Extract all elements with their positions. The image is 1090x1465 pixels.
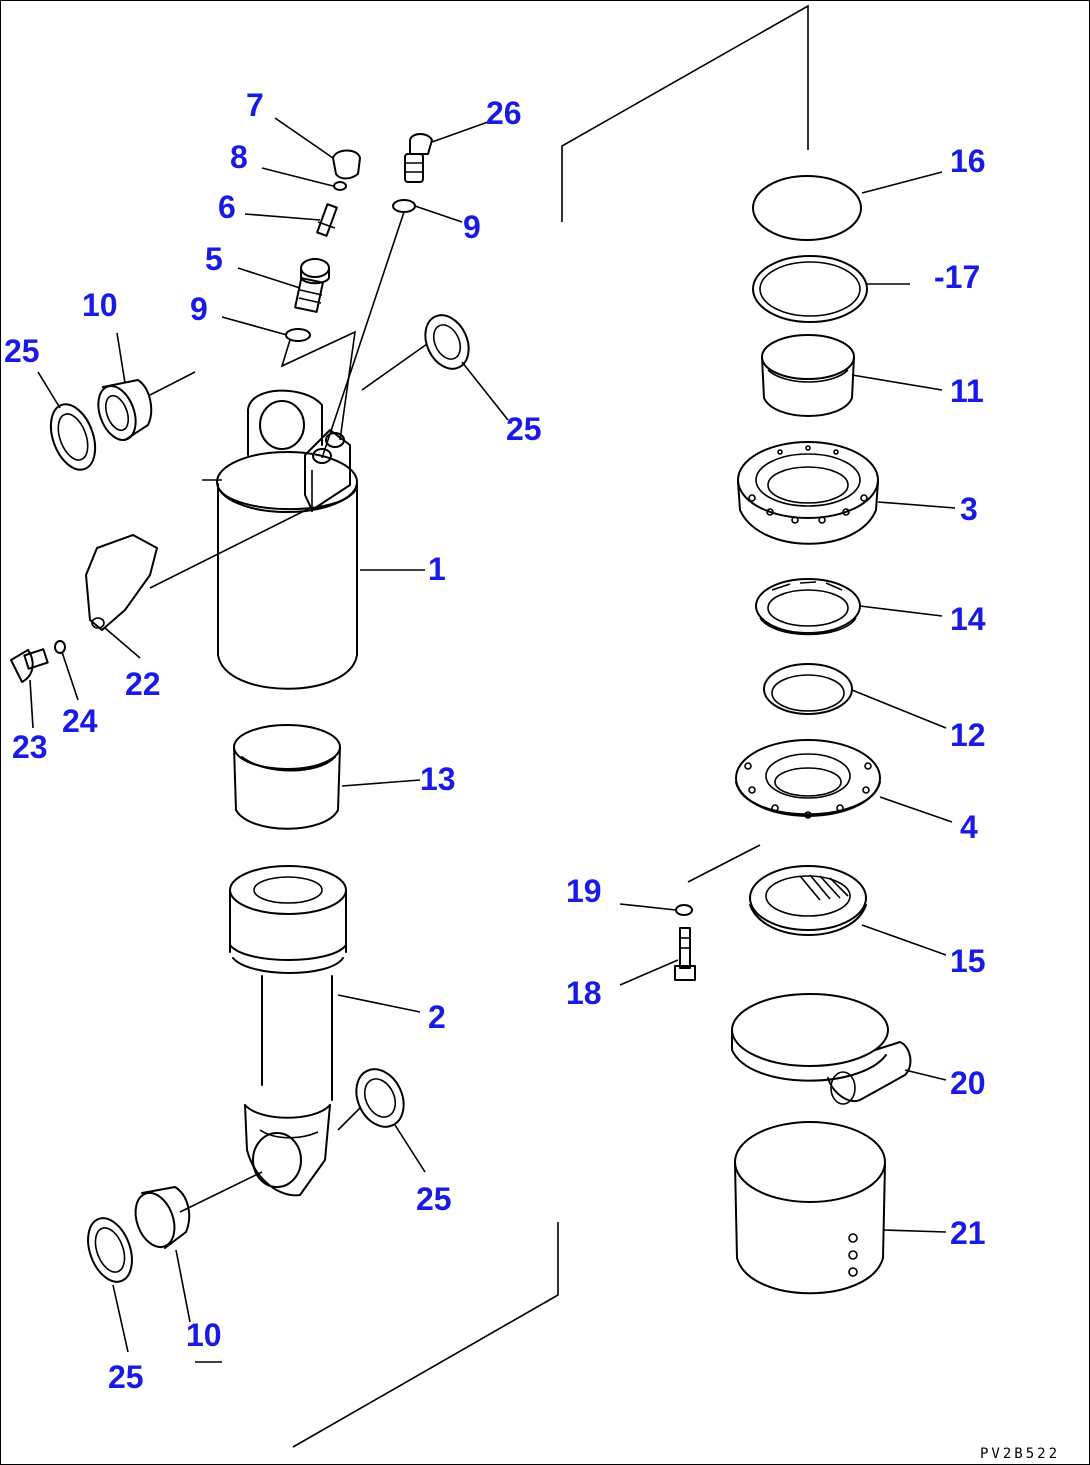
callout-21: 21 xyxy=(950,1215,986,1251)
callout-4: 4 xyxy=(960,809,978,845)
callout-14: 14 xyxy=(950,601,986,637)
leader-lines xyxy=(29,117,956,1363)
part-12-ring xyxy=(763,663,853,715)
callout-13: 13 xyxy=(420,761,456,797)
assembly-boundary-lines xyxy=(292,4,809,1448)
callout-6: 6 xyxy=(218,189,236,225)
part-10-bushing-lower xyxy=(134,1186,191,1249)
part-25-seal-upper-right xyxy=(424,314,470,370)
part-9-oring-right xyxy=(392,199,416,213)
callout-25-lower-right: 25 xyxy=(416,1181,452,1217)
callout-22: 22 xyxy=(125,666,161,702)
callout-23: 23 xyxy=(12,729,48,765)
part-4-bearing-ring xyxy=(735,739,881,819)
part-26-bolt xyxy=(404,133,433,183)
part-14-bearing xyxy=(755,578,861,636)
part-15-seal xyxy=(749,865,867,936)
callout-12: 12 xyxy=(950,717,986,753)
callout-20: 20 xyxy=(950,1065,986,1101)
part-2-rod xyxy=(229,865,347,1197)
callout-9-right: 9 xyxy=(463,209,481,245)
part-5-fitting xyxy=(294,258,330,313)
part-17-ring xyxy=(752,255,868,323)
callout-24: 24 xyxy=(62,703,98,739)
callout-26: 26 xyxy=(486,95,522,131)
part-22-plate xyxy=(85,534,158,631)
part-23-bolt xyxy=(10,648,49,683)
part-11-sleeve xyxy=(761,334,855,417)
part-1-cylinder-body xyxy=(216,389,358,690)
callout-10-upper: 10 xyxy=(82,287,118,323)
callout-18: 18 xyxy=(566,975,602,1011)
callout-8: 8 xyxy=(230,139,248,175)
part-9-oring-left xyxy=(285,328,311,342)
callout-labels: 7 8 6 5 9 26 9 10 25 25 1 22 24 23 13 2 … xyxy=(4,87,986,1395)
callout-25-upper-right: 25 xyxy=(506,411,542,447)
callout-7: 7 xyxy=(246,87,264,123)
callout-1: 1 xyxy=(428,551,446,587)
part-7-cap xyxy=(332,149,361,180)
callout-2: 2 xyxy=(428,999,446,1035)
callout-17: -17 xyxy=(934,259,980,295)
part-8-washer xyxy=(333,181,347,191)
callout-11: 11 xyxy=(950,373,984,409)
part-3-bearing-ring xyxy=(737,441,879,545)
part-10-bushing-upper xyxy=(97,379,153,441)
drawing-code: PV2B522 xyxy=(980,1446,1060,1462)
callout-3: 3 xyxy=(960,491,978,527)
part-21-cover xyxy=(734,1121,886,1295)
part-6-valve xyxy=(316,203,338,237)
part-25-seal-lower-right xyxy=(355,1068,405,1128)
callout-25-lower-left: 25 xyxy=(108,1359,144,1395)
callout-10-lower: 10 xyxy=(186,1317,222,1353)
part-25-seal-lower-left xyxy=(87,1217,133,1283)
part-19-washer xyxy=(675,904,693,916)
callout-16: 16 xyxy=(950,143,986,179)
callout-5: 5 xyxy=(205,241,223,277)
callout-9-left: 9 xyxy=(190,291,208,327)
part-20-band-clamp xyxy=(731,993,912,1105)
part-13-collar xyxy=(233,724,341,830)
part-16-cover xyxy=(752,175,862,241)
callout-25-upper-left: 25 xyxy=(4,333,40,369)
part-24-washer xyxy=(54,640,66,654)
part-18-bolt xyxy=(674,927,696,981)
callout-19: 19 xyxy=(566,873,602,909)
part-25-seal-upper-left xyxy=(49,403,97,471)
callout-15: 15 xyxy=(950,943,986,979)
